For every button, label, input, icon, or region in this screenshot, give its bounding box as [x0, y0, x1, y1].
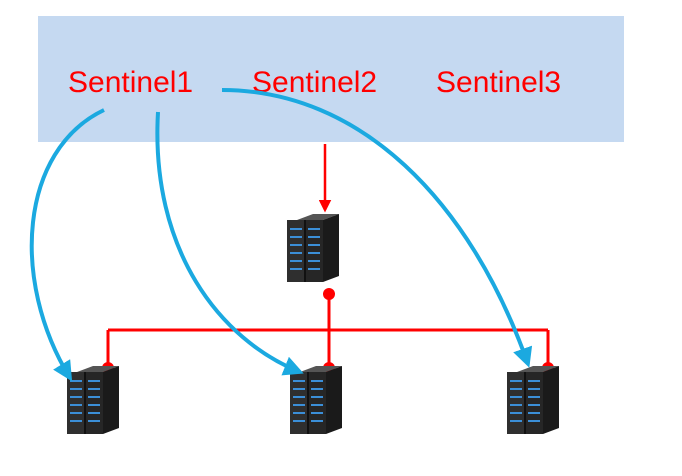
slave-server-right-icon [507, 366, 559, 434]
monitor-arrow-left [29, 108, 105, 382]
slave-server-left-icon [67, 366, 119, 434]
master-dot [323, 288, 335, 300]
sentinel1-label: Sentinel1 [68, 66, 193, 99]
sentinel3-label: Sentinel3 [436, 66, 561, 99]
monitor-arrow-right [221, 88, 533, 368]
master-server-icon [287, 214, 339, 282]
slave-server-middle-icon [290, 366, 342, 434]
sentinel-panel [38, 16, 624, 142]
monitor-arrow-middle [155, 111, 304, 376]
